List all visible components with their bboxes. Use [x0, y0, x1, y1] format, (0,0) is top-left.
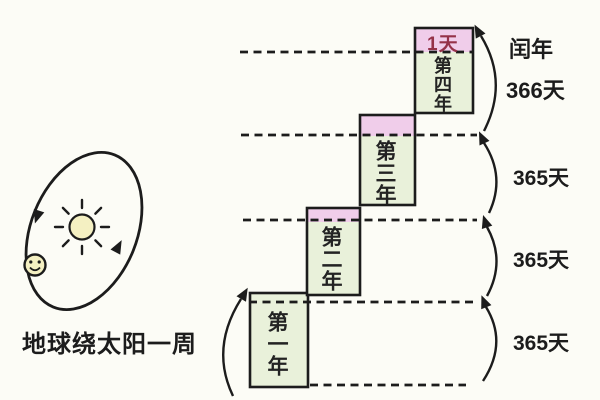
- extra-day-label: 1天: [427, 34, 459, 55]
- year2-label: 第二年: [319, 226, 342, 292]
- sun-icon: [53, 198, 111, 256]
- year2-days-label: 365天: [513, 249, 570, 272]
- orbit-arrowhead-left-icon: [33, 208, 45, 224]
- year1-box: [250, 293, 308, 387]
- year4-label: 第四年: [432, 56, 452, 113]
- year3-days-label: 365天: [513, 167, 570, 190]
- orbit-illustration: [23, 151, 144, 311]
- reference-lines: [240, 50, 477, 387]
- year4-extra-strip: [415, 28, 473, 52]
- leap-year-label: 闰年: [509, 37, 554, 62]
- year3-extra-strip: [360, 115, 415, 136]
- arrow-year4-366: [474, 24, 497, 132]
- year2-extra-strip: [307, 208, 360, 222]
- duration-arrows: [222, 24, 498, 397]
- arrow-year2-365: [481, 214, 498, 297]
- arrow-year1-365: [481, 295, 498, 382]
- year1-days-label: 365天: [513, 332, 570, 355]
- year2-box: [307, 208, 360, 295]
- leap-year-days-label: 366天: [506, 78, 565, 103]
- arrow-year3-365: [478, 131, 498, 214]
- orbit-arrowhead-right-icon: [110, 240, 122, 255]
- year-boxes: [248, 26, 475, 389]
- earth-smiley-icon: [23, 253, 47, 277]
- year1-label: 第一年: [265, 311, 288, 377]
- start-arrow: [222, 287, 248, 397]
- orbit-caption: 地球绕太阳一周: [22, 331, 197, 358]
- year3-label: 第三年: [373, 140, 396, 206]
